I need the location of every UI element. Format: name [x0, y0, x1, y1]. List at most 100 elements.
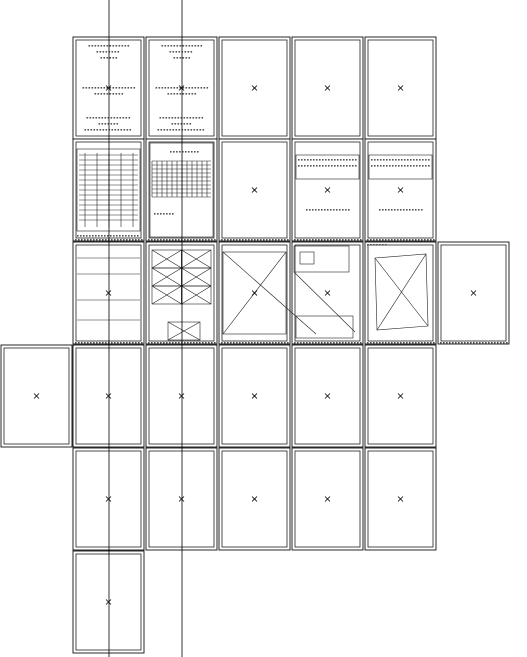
text-line: [374, 165, 376, 167]
sheet-bottom-strip: [333, 342, 335, 344]
text-line: [382, 209, 384, 211]
sheet-bottom-strip: [169, 342, 171, 344]
text-line: [197, 87, 200, 89]
center-mark: [251, 496, 258, 502]
sheet-bottom-strip: [211, 342, 213, 344]
text-line: [98, 235, 100, 237]
sheet-detail: [105, 599, 112, 605]
sheet-bottom-strip: [458, 342, 460, 344]
text-line: [179, 45, 182, 47]
sheet-bottom-strip: [242, 342, 244, 344]
sheet-bottom-strip: [248, 342, 250, 344]
text-line: [425, 165, 427, 167]
text-line: [109, 57, 112, 59]
sheet-bottom-strip: [178, 342, 180, 344]
detail-inset: [299, 251, 315, 265]
text-line: [382, 244, 384, 246]
sheet-bottom-strip: [102, 342, 104, 344]
sheet-bottom-strip: [278, 239, 280, 241]
sheet-bottom-strip: [202, 239, 204, 241]
text-line: [157, 213, 159, 215]
text-line: [345, 209, 347, 211]
sheet-bottom-strip: [269, 342, 271, 344]
sheet-bottom-strip: [214, 239, 216, 241]
text-line: [186, 123, 189, 125]
text-line: [112, 45, 115, 47]
sheet-bottom-strip: [132, 239, 134, 241]
text-line: [403, 209, 405, 211]
sheet-inner-border: [367, 244, 434, 342]
center-mark: [397, 496, 404, 502]
sheet-inner-border: [221, 39, 288, 137]
sheet-inner-border: [75, 450, 142, 548]
text-line: [127, 87, 130, 89]
sheet-bottom-strip: [205, 239, 207, 241]
text-line: [355, 159, 357, 161]
text-line: [84, 129, 87, 131]
text-line: [395, 165, 397, 167]
sheet-bottom-strip: [327, 239, 329, 241]
text-line: [101, 123, 104, 125]
text-line: [86, 117, 89, 119]
sheet-bottom-strip: [300, 239, 302, 241]
text-line: [371, 159, 373, 161]
text-line: [98, 123, 101, 125]
sheet-bottom-strip: [485, 342, 487, 344]
sheet-bottom-strip: [102, 239, 104, 241]
brace-diagonal: [181, 267, 212, 287]
sheet-bottom-strip: [120, 342, 122, 344]
sheet-bottom-strip: [303, 342, 305, 344]
sheet-bottom-strip: [278, 342, 280, 344]
sheet-drawing-text: [145, 36, 218, 140]
sheet-bottom-strip: [397, 239, 399, 241]
sheet-bottom-strip: [178, 239, 180, 241]
text-line: [162, 117, 165, 119]
text-line: [352, 159, 354, 161]
text-line: [169, 129, 172, 131]
brace-diagonal: [167, 321, 201, 341]
sheet-bottom-strip: [233, 239, 235, 241]
text-line: [106, 57, 109, 59]
text-line: [96, 51, 99, 53]
sheet-bottom-strip: [81, 239, 83, 241]
sheet-bottom-strip: [175, 239, 177, 241]
sheet-bottom-strip: [257, 239, 259, 241]
text-line: [119, 117, 122, 119]
text-line: [120, 129, 123, 131]
sheet-bottom-strip: [141, 239, 143, 241]
center-mark: [105, 85, 112, 91]
sheet-bottom-strip: [391, 342, 393, 344]
text-line: [197, 151, 199, 153]
sheet-bottom-strip: [400, 342, 402, 344]
sheet-bottom-strip: [90, 239, 92, 241]
text-line: [164, 87, 167, 89]
text-line: [116, 235, 118, 237]
sheet-bottom-strip: [348, 342, 350, 344]
sheet-bottom-strip: [84, 342, 86, 344]
text-line: [319, 165, 321, 167]
sheet-bottom-strip: [211, 239, 213, 241]
sheet-bottom-strip: [379, 342, 381, 344]
text-line: [176, 45, 179, 47]
text-line: [115, 57, 118, 59]
text-line: [173, 93, 176, 95]
sheet-bottom-strip: [260, 239, 262, 241]
text-line: [109, 87, 112, 89]
sheet-bottom-strip: [379, 239, 381, 241]
text-line: [419, 159, 421, 161]
text-line: [85, 87, 88, 89]
text-line: [325, 165, 327, 167]
text-line: [176, 57, 179, 59]
sheet-bottom-strip: [263, 342, 265, 344]
text-line: [184, 51, 187, 53]
text-line: [182, 87, 185, 89]
text-line: [86, 235, 88, 237]
text-line: [170, 93, 173, 95]
sheet-bottom-strip: [129, 342, 131, 344]
text-line: [137, 235, 139, 237]
text-line: [383, 159, 385, 161]
text-line: [106, 87, 109, 89]
sheet-inner-border: [75, 141, 142, 239]
sheet-bottom-strip: [336, 342, 338, 344]
sheet-bottom-strip: [342, 239, 344, 241]
